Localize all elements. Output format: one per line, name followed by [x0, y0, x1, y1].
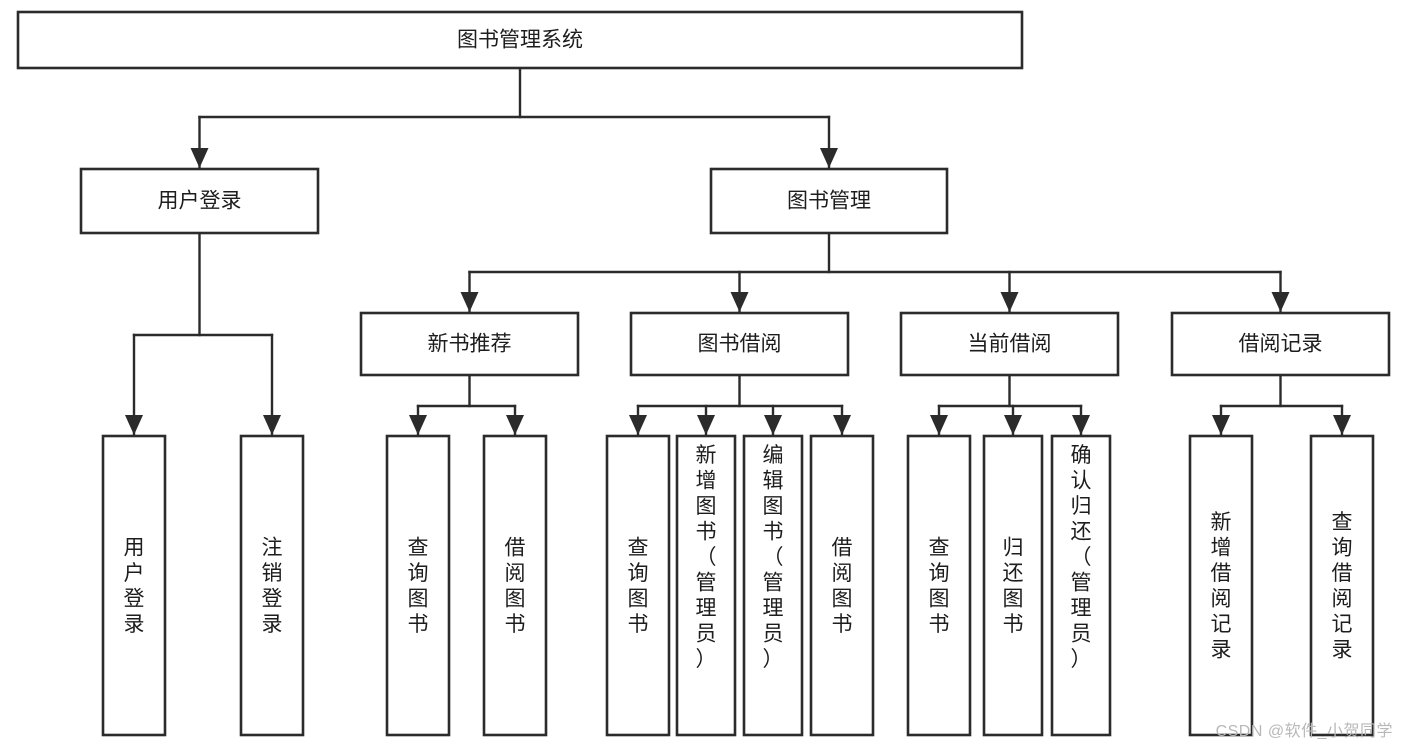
- node-box[interactable]: [79, 167, 320, 235]
- arrow-head-icon: [409, 415, 427, 435]
- node-box[interactable]: [1188, 434, 1254, 737]
- node-leaf-8[interactable]: 查询图书: [906, 434, 972, 737]
- arrow-head-icon: [460, 292, 479, 312]
- node-leaf-11[interactable]: 新增借阅记录: [1188, 434, 1254, 737]
- node-leaf-1[interactable]: 注销登录: [239, 434, 305, 737]
- node-label: 新书推荐: [428, 333, 512, 356]
- arrow-head-icon: [263, 415, 281, 435]
- node-l2-1[interactable]: 图书借阅: [629, 311, 850, 377]
- node-leaf-7[interactable]: 借阅图书: [809, 434, 875, 737]
- node-l2-3[interactable]: 借阅记录: [1170, 311, 1391, 377]
- node-box[interactable]: [1050, 434, 1112, 737]
- node-label: 编辑图书（管理员）: [763, 444, 784, 671]
- node-label: 借阅记录: [1239, 333, 1323, 356]
- arrow-head-icon: [730, 292, 749, 312]
- node-box[interactable]: [982, 434, 1044, 737]
- node-label: 用户登录: [124, 537, 145, 637]
- node-leaf-0[interactable]: 用户登录: [101, 434, 167, 737]
- arrow-head-icon: [125, 415, 143, 435]
- node-leaf-6[interactable]: 编辑图书（管理员）: [742, 434, 804, 737]
- arrow-head-icon: [1333, 415, 1351, 435]
- arrow-head-icon: [764, 415, 782, 435]
- node-box[interactable]: [16, 10, 1024, 70]
- node-box[interactable]: [709, 167, 949, 235]
- node-label: 查询图书: [628, 537, 649, 637]
- node-leaf-9[interactable]: 归还图书: [982, 434, 1044, 737]
- csdn-watermark: CSDN @软件_小贺同学: [1215, 723, 1393, 740]
- node-box[interactable]: [899, 311, 1120, 377]
- arrow-head-icon: [1212, 415, 1230, 435]
- node-l1-1[interactable]: 图书管理: [709, 167, 949, 235]
- node-box[interactable]: [906, 434, 972, 737]
- node-l1-0[interactable]: 用户登录: [79, 167, 320, 235]
- node-label: 新增借阅记录: [1211, 511, 1232, 662]
- node-label: 借阅图书: [505, 537, 526, 637]
- node-box[interactable]: [239, 434, 305, 737]
- arrow-head-icon: [697, 415, 715, 435]
- node-label: 查询借阅记录: [1332, 511, 1353, 662]
- node-label: 确认归还（管理员）: [1071, 444, 1092, 671]
- node-box[interactable]: [809, 434, 875, 737]
- node-leaf-3[interactable]: 借阅图书: [482, 434, 548, 737]
- node-leaf-2[interactable]: 查询图书: [385, 434, 451, 737]
- node-layer: 图书管理系统用户登录图书管理新书推荐图书借阅当前借阅借阅记录用户登录注销登录查询…: [16, 10, 1391, 737]
- node-label: 注销登录: [262, 537, 283, 637]
- node-leaf-10[interactable]: 确认归还（管理员）: [1050, 434, 1112, 737]
- arrow-head-icon: [820, 148, 838, 168]
- node-label: 新增图书（管理员）: [696, 444, 717, 671]
- node-l2-0[interactable]: 新书推荐: [359, 311, 580, 377]
- node-box[interactable]: [359, 311, 580, 377]
- arrow-head-icon: [1072, 415, 1090, 435]
- arrow-head-icon: [930, 415, 948, 435]
- node-label: 查询图书: [408, 537, 429, 637]
- arrow-head-icon: [506, 415, 524, 435]
- node-label: 图书管理系统: [457, 29, 583, 52]
- arrow-head-icon: [1271, 292, 1290, 312]
- node-box[interactable]: [605, 434, 671, 737]
- connector-layer: [125, 66, 1351, 437]
- node-label: 用户登录: [158, 190, 242, 213]
- node-box[interactable]: [385, 434, 451, 737]
- node-box[interactable]: [1170, 311, 1391, 377]
- node-leaf-12[interactable]: 查询借阅记录: [1309, 434, 1375, 737]
- node-box[interactable]: [101, 434, 167, 737]
- node-label: 查询图书: [929, 537, 950, 637]
- arrow-head-icon: [190, 148, 209, 168]
- node-label: 当前借阅: [968, 333, 1052, 356]
- node-box[interactable]: [675, 434, 737, 737]
- node-box[interactable]: [482, 434, 548, 737]
- node-box[interactable]: [742, 434, 804, 737]
- node-leaf-4[interactable]: 查询图书: [605, 434, 671, 737]
- node-leaf-5[interactable]: 新增图书（管理员）: [675, 434, 737, 737]
- node-label: 图书管理: [787, 190, 871, 213]
- node-label: 归还图书: [1003, 537, 1024, 637]
- node-l2-2[interactable]: 当前借阅: [899, 311, 1120, 377]
- arrow-head-icon: [1004, 415, 1022, 435]
- arrow-head-icon: [833, 415, 851, 435]
- node-label: 借阅图书: [832, 537, 853, 637]
- arrow-head-icon: [1000, 292, 1019, 312]
- node-box[interactable]: [629, 311, 850, 377]
- arrow-head-icon: [629, 415, 647, 435]
- node-label: 图书借阅: [698, 333, 782, 356]
- node-box[interactable]: [1309, 434, 1375, 737]
- node-root-0[interactable]: 图书管理系统: [16, 10, 1024, 70]
